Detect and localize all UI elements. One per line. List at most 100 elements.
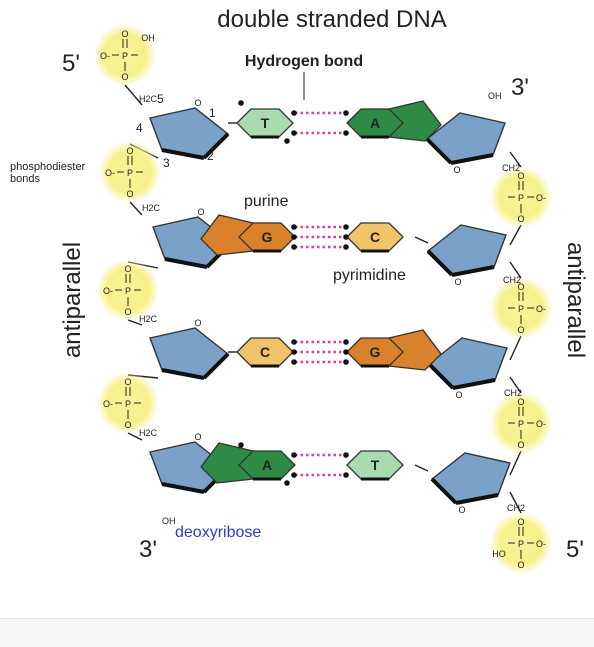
phosphate-p-label: P: [518, 193, 524, 203]
sugar-thick-edge: [161, 368, 205, 380]
backbone-bond: [509, 151, 522, 168]
phosphate-o-minus: O-: [536, 304, 546, 314]
glycosidic-bond: [414, 236, 429, 244]
phosphate-ho: HO: [492, 549, 506, 559]
antiparallel-left-label: antiparallel: [59, 242, 86, 358]
bond-atom-dot: [343, 339, 349, 345]
bond-atom-dot: [343, 452, 349, 458]
sugar-o-label: O: [455, 390, 462, 400]
phosphate-groups: POOO-OHPOOO-POOO-POOO-POOO-POOO-POOO-POO…: [95, 25, 551, 573]
base-letter: A: [262, 457, 272, 473]
bond-atom-dot: [291, 130, 297, 136]
sugar-ch2-label: CH2: [507, 503, 525, 513]
bond-atom-dot: [291, 452, 297, 458]
sugar-pentagon: [149, 327, 230, 379]
phosphate-glow: [491, 393, 551, 453]
phosphate-o-minus: O-: [105, 168, 115, 178]
sugar-h2c-label: H2C: [139, 94, 158, 104]
phosphate-o-bottom: O: [124, 420, 131, 430]
bond-atom-dot: [343, 349, 349, 355]
glycosidic-bond: [414, 464, 429, 472]
bottom-strip: [0, 618, 594, 647]
phosphate-o-minus: O-: [536, 419, 546, 429]
bond-atom-dot: [284, 138, 290, 144]
bond-atom-dot: [291, 359, 297, 365]
sugar-thick-edge: [161, 482, 205, 494]
phosphate-p-label: P: [518, 419, 524, 429]
carbon-2-label: 2: [207, 149, 214, 163]
sugar-thick-edge: [455, 493, 499, 505]
bond-atom-dot: [291, 349, 297, 355]
base-letter: C: [260, 344, 270, 360]
phosphate-o-top: O: [124, 264, 131, 274]
diagram-title: double stranded DNA: [217, 6, 446, 33]
sugar-o-label: O: [194, 318, 201, 328]
sugar-o-label: O: [458, 505, 465, 515]
bond-atom-dot: [343, 224, 349, 230]
backbone-bond: [509, 224, 522, 246]
sugar-pentagon: [427, 337, 508, 389]
base-letter: A: [370, 115, 380, 131]
carbon-1-label: 1: [209, 106, 216, 120]
sugar-thick-edge: [430, 477, 458, 505]
phosphate-oh: OH: [141, 33, 155, 43]
phosphate-p-label: P: [518, 304, 524, 314]
base-letter: C: [370, 229, 380, 245]
phosphate-glow: [491, 167, 551, 227]
deoxyribose-ring: O CH2: [430, 452, 525, 515]
phosphate-o-bottom: O: [124, 307, 131, 317]
sugar-thick-edge: [202, 132, 230, 160]
backbone-bond: [127, 432, 143, 441]
base-letter: G: [262, 229, 273, 245]
backbone-bond: [124, 84, 143, 106]
phosphate-glow: [491, 513, 551, 573]
backbone-bond: [509, 450, 522, 476]
sugar-thick-edge: [161, 148, 205, 160]
base-letter: T: [371, 457, 380, 473]
sugar-h2c-label: H2C: [139, 428, 158, 438]
phosphate-p-label: P: [125, 399, 131, 409]
bond-atom-dot: [291, 110, 297, 116]
sugar-pentagon: [426, 224, 507, 276]
bond-atom-dot: [343, 244, 349, 250]
bond-atom-dot: [343, 472, 349, 478]
base-letter: T: [261, 115, 270, 131]
bond-atom-dot: [291, 224, 297, 230]
five-prime-bottom-label: 5': [566, 536, 584, 563]
bond-atom-dot: [291, 339, 297, 345]
backbone-bond: [127, 319, 143, 326]
bond-atom-dot: [343, 130, 349, 136]
sugar-h2c-label: H2C: [142, 203, 161, 213]
phosphate-p-label: P: [127, 168, 133, 178]
phosphate-glow: [491, 278, 551, 338]
bond-atom-dot: [343, 110, 349, 116]
carbon-4-label: 4: [136, 121, 143, 135]
three-prime-top-label: 3': [511, 74, 529, 101]
sugar-thick-edge: [425, 137, 453, 165]
phosphate-glow: [95, 25, 155, 85]
sugar-o-label: O: [453, 165, 460, 175]
five-prime-top-label: 5': [62, 50, 80, 77]
sugar-ch2-label: CH2: [503, 275, 521, 285]
carbon-3-label: 3: [163, 156, 170, 170]
sugar-thick-edge: [427, 362, 455, 390]
bond-atom-dot: [291, 472, 297, 478]
sugar-thick-edge: [426, 249, 454, 277]
oh-top-right: OH: [488, 91, 502, 101]
sugar-thick-edge: [164, 257, 208, 269]
phosphate-o-bottom: O: [517, 560, 524, 570]
phosphate-o-top: O: [517, 282, 524, 292]
deoxyribose-label: deoxyribose: [175, 524, 261, 541]
